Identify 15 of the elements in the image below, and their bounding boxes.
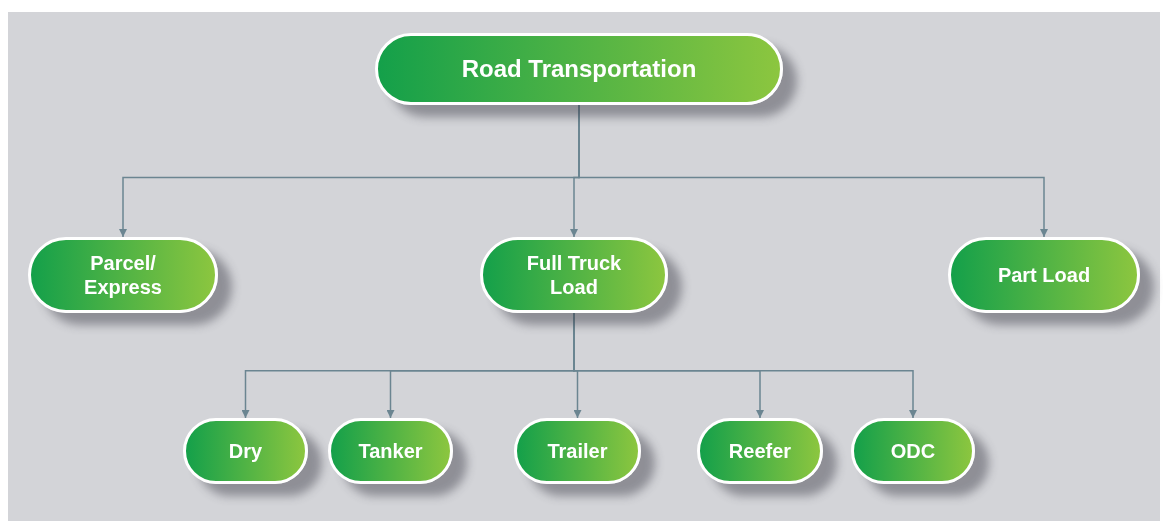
node-label: Dry [228,439,263,463]
pill-box [948,237,1140,313]
node-label: ODC [890,439,936,463]
pill-box [697,418,823,484]
pill-box [851,418,975,484]
pill-box [480,237,668,313]
pill-box [28,237,218,313]
node-label: Road Transportation [461,54,697,84]
node-label: Parcel/ Express [83,251,163,299]
pill-box [375,33,783,105]
node-label: Trailer [547,439,608,463]
node-label: Part Load [997,263,1091,287]
node-label: Reefer [728,439,792,463]
node-label: Tanker [358,439,423,463]
node-label: Full Truck Load [525,251,623,299]
